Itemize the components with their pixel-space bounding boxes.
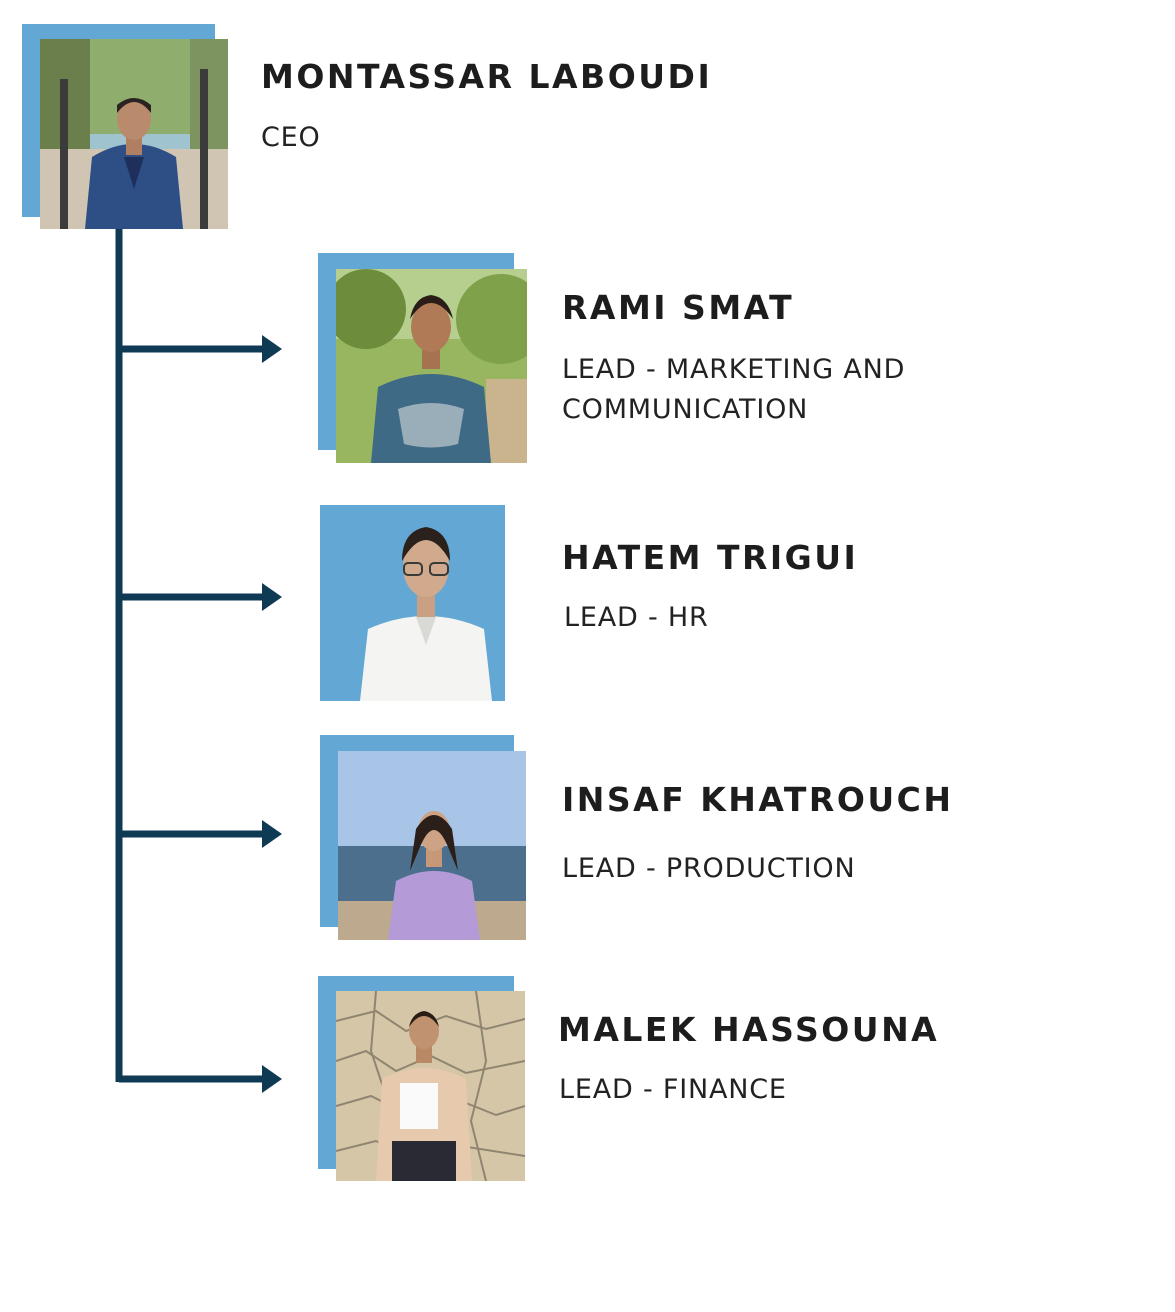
lead-name: RAMI SMAT xyxy=(562,288,795,327)
arrowhead-icon xyxy=(262,335,282,363)
arrowhead-icon xyxy=(262,820,282,848)
lead-photo xyxy=(338,751,526,940)
ceo-name: MONTASSAR LABOUDI xyxy=(261,57,713,96)
lead-role: LEAD - FINANCE xyxy=(559,1074,787,1105)
lead-name: MALEK HASSOUNA xyxy=(558,1010,940,1049)
lead-role: LEAD - MARKETING AND COMMUNICATION xyxy=(562,354,906,425)
lead-role: LEAD - PRODUCTION xyxy=(562,853,856,884)
lead-name: INSAF KHATROUCH xyxy=(562,780,954,819)
lead-name: HATEM TRIGUI xyxy=(562,538,859,577)
lead-photo xyxy=(336,269,527,463)
lead-photo xyxy=(320,505,505,701)
ceo-photo xyxy=(40,39,228,229)
arrowhead-icon xyxy=(262,583,282,611)
lead-photo xyxy=(336,991,525,1181)
arrowhead-icon xyxy=(262,1065,282,1093)
lead-role: LEAD - HR xyxy=(564,602,709,633)
ceo-role: CEO xyxy=(261,122,321,153)
